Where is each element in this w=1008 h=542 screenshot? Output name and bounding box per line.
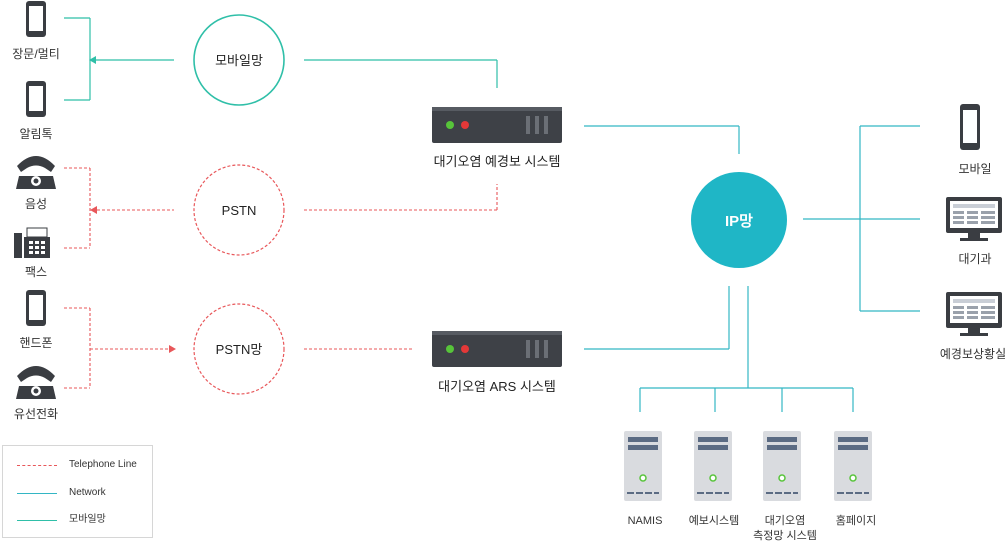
ars-system-label: 대기오염 ARS 시스템 [438, 379, 556, 394]
network-line-swatch [17, 493, 57, 494]
mobile-arrow-icon [89, 56, 96, 64]
mobile-line-swatch [17, 520, 57, 521]
tower-server-icon [624, 431, 662, 501]
tower-server-icon [694, 431, 732, 501]
legend-mobile-label: 모바일망 [69, 514, 106, 525]
ars-system-server [432, 331, 562, 367]
pstn-mang-circle [193, 303, 285, 395]
ip-network-circle [691, 172, 787, 268]
green-led-icon [446, 121, 454, 129]
forecast-server-label: 예보시스템 [689, 514, 740, 527]
mobile-network-label: 모바일망 [215, 53, 263, 68]
jangmun-label: 장문/멀티 [12, 47, 60, 61]
telephone-icon [16, 366, 56, 399]
situation-room-label: 예경보상황실 [940, 347, 1006, 361]
pstn-mang-arrow-icon [169, 345, 176, 353]
monitor-icon [946, 292, 1002, 336]
smartphone-icon [26, 81, 46, 117]
smartphone-icon [960, 104, 980, 150]
legend-telephone-label: Telephone Line [69, 459, 137, 470]
fax-icon [14, 227, 50, 258]
right-mobile-label: 모바일 [958, 162, 991, 176]
handphone-label: 핸드폰 [19, 335, 52, 350]
legend-telephone: Telephone Line [17, 458, 157, 472]
pstn-circle [193, 164, 285, 256]
legend-network: Network [17, 486, 157, 500]
green-led-icon [446, 345, 454, 353]
pstn-arrow-icon [90, 206, 97, 214]
paekseu-label: 팩스 [25, 265, 47, 279]
alrimtok-label: 알림톡 [19, 127, 52, 141]
telephone-lines [64, 167, 498, 389]
legend-network-label: Network [69, 487, 106, 498]
pstn-label: PSTN [222, 203, 257, 218]
pstn-mang-label: PSTN망 [216, 342, 263, 357]
forecast-system-label: 대기오염 예경보 시스템 [434, 154, 561, 169]
red-led-icon [461, 121, 469, 129]
ip-network-label: IP망 [725, 212, 753, 230]
smartphone-icon [26, 1, 46, 37]
legend-mobile: 모바일망 [17, 513, 157, 527]
namis-label: NAMIS [628, 515, 663, 527]
mobile-network-circle [193, 14, 285, 106]
monitor-icon [946, 197, 1002, 241]
homepage-label: 홈페이지 [836, 513, 876, 527]
tower-server-icon [763, 431, 801, 501]
measure-server-label-line2: 측정망 시스템 [753, 529, 817, 542]
telephone-line-swatch [17, 465, 57, 466]
daegigwa-label: 대기과 [958, 252, 991, 266]
mobile-network-lines [64, 17, 498, 101]
telephone-icon [16, 156, 56, 189]
measure-server-label-line1: 대기오염 [765, 514, 805, 527]
ip-network-lines [584, 125, 920, 412]
forecast-system-server [432, 107, 562, 143]
legend: Telephone Line Network 모바일망 [2, 445, 153, 538]
tower-server-icon [834, 431, 872, 501]
smartphone-icon [26, 290, 46, 326]
yuseon-label: 유선전화 [14, 407, 58, 421]
eumseong-label: 음성 [25, 197, 47, 211]
red-led-icon [461, 345, 469, 353]
